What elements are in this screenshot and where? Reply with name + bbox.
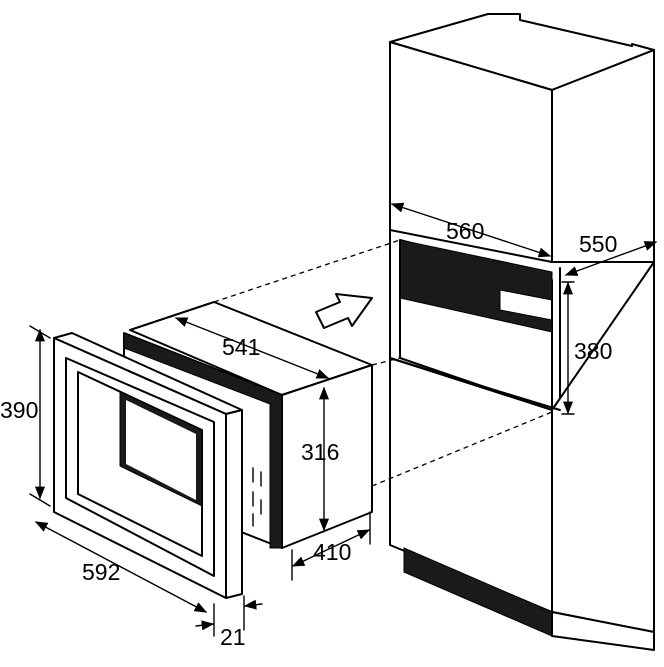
dim-cabinet-depth: 550 — [579, 231, 617, 257]
dim-oven-depth: 410 — [313, 539, 351, 565]
dim-oven-height: 316 — [301, 439, 339, 465]
oven-front-rim — [123, 332, 283, 549]
dim-cabinet-niche-width: 560 — [446, 218, 484, 244]
dim-frame-height: 390 — [0, 397, 38, 423]
dim-oven-width: 541 — [222, 334, 260, 360]
cabinet-plinth-side — [551, 611, 655, 651]
frame-side-edge — [225, 409, 243, 599]
tall-cabinet — [389, 13, 655, 651]
alignment-line — [371, 357, 401, 366]
cabinet-niche-shadow — [399, 239, 553, 333]
dim-frame-depth: 21 — [220, 624, 246, 650]
alignment-line — [213, 239, 401, 303]
outline-arrow-icon — [315, 293, 373, 329]
dim-cabinet-niche-height: 380 — [574, 338, 612, 364]
dim-frame-width: 592 — [82, 559, 120, 585]
alignment-line — [371, 411, 553, 487]
